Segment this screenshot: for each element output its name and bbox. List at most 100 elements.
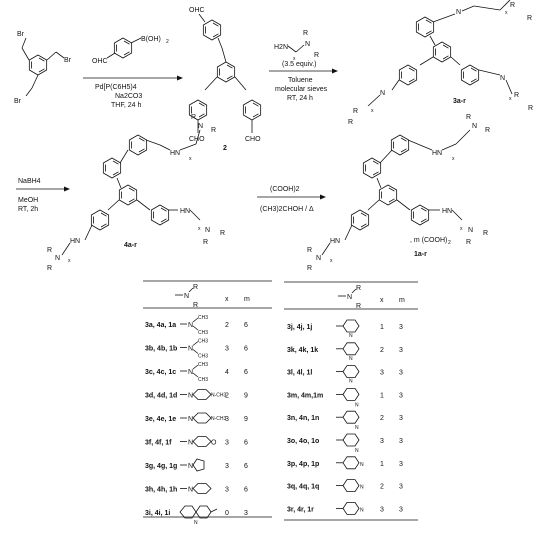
sub-n: N (349, 333, 353, 339)
amine-r-2: R (211, 127, 216, 134)
row-m: 6 (244, 369, 248, 376)
salt-n-2: N (468, 227, 473, 234)
imine-r-1: R (510, 2, 515, 9)
row-id: 3g, 4g, 1g (145, 463, 177, 470)
header-m-r: m (399, 297, 405, 304)
row-id: 3c, 4c, 1c (145, 369, 176, 376)
amine-r-6: R (47, 265, 52, 272)
step2-cond-2: molecular sieves (275, 86, 328, 93)
sub-n: N (360, 485, 364, 491)
row-x: 3 (225, 416, 229, 423)
header-m: m (244, 296, 250, 303)
step1-cond-2: Na2CO3 (115, 93, 142, 100)
br-label-3: Br (14, 98, 22, 105)
boronic-acid-reagent: B(OH) 2 OHC (92, 36, 169, 65)
salt-r-1: R (466, 114, 471, 121)
sub-n: N (188, 487, 193, 494)
sub-nch3: N-CH3 (211, 416, 226, 422)
row-id: 3p, 4p, 1p (287, 461, 319, 468)
row-id: 3b, 4b, 1b (145, 346, 177, 353)
row-id: 3f, 4f, 1f (145, 440, 172, 447)
salt-sub: 2 (448, 240, 451, 246)
step4-cond-2: (CH3)2CHOH / Δ (260, 206, 314, 213)
row-id: 3r, 4r, 1r (287, 506, 314, 513)
row-substituent: N (336, 479, 364, 493)
imine-n-3: N (380, 90, 385, 97)
row-m: 3 (399, 347, 403, 354)
sub-n: N (360, 462, 364, 468)
table-right-header: N R R x m (338, 285, 405, 310)
amine-reagent: H2N x N R R (274, 30, 319, 62)
imine-r-2: R (527, 15, 532, 22)
salt-x-3: x (330, 258, 333, 264)
amine-hn-3: HN (70, 238, 80, 245)
br-label-2: Br (64, 57, 72, 64)
salt-x-2: x (460, 226, 463, 232)
amine-r2: R (314, 52, 319, 59)
cho-label-3: CHO (245, 136, 261, 143)
amine-hn-1: HN (170, 150, 180, 157)
salt-hn-3: HN (330, 238, 340, 245)
row-x: 3 (225, 346, 229, 353)
row-id: 3e, 4e, 1e (145, 416, 176, 423)
br-label-1: Br (17, 31, 25, 38)
row-id: 3q, 4q, 1q (287, 484, 319, 491)
cho-label-1: OHC (189, 7, 205, 14)
imine-x-1: x (505, 10, 508, 16)
row-x: 2 (225, 393, 229, 400)
row-x: 3 (225, 440, 229, 447)
sub-ch3: CH3 (198, 330, 208, 336)
sub-ch3: CH3 (198, 354, 208, 360)
imine-r-6: R (348, 119, 353, 126)
sub-o: O (211, 440, 217, 447)
row-m: 3 (399, 438, 403, 445)
triimine-structure: N x R R N x R R N x R R 3a-r (348, 0, 533, 126)
row-m: 6 (244, 322, 248, 329)
row-m: 6 (244, 346, 248, 353)
row-m: 3 (399, 370, 403, 377)
amine-r-1: R (191, 114, 196, 121)
salt-r-4: R (483, 230, 488, 237)
row-m: 6 (244, 487, 248, 494)
row-m: 3 (399, 415, 403, 422)
row-x: 1 (380, 324, 384, 331)
row-x: 4 (225, 369, 229, 376)
row-x: 2 (225, 322, 229, 329)
row-m: 3 (399, 392, 403, 399)
amine-hn-2: HN (180, 208, 190, 215)
row-m: 9 (244, 416, 248, 423)
amine-r-5: R (47, 247, 52, 254)
row-substituent: N (179, 505, 218, 526)
imine-r-3: R (514, 92, 519, 99)
imine-n-2: N (500, 75, 505, 82)
tribromide-structure: Br Br Br (14, 31, 72, 105)
row-id: 3n, 4n, 1n (287, 415, 319, 422)
boronic-cho: OHC (92, 58, 108, 65)
salt-hn-2: HN (442, 208, 452, 215)
row-x: 3 (380, 438, 384, 445)
imine-r-4: R (528, 105, 533, 112)
header-r2-r: R (356, 303, 361, 310)
row-id: 3m, 4m,1m (287, 392, 323, 399)
step1-cond-3: THF, 24 h (111, 102, 141, 109)
salt-hn-1: HN (432, 150, 442, 157)
row-substituent: N (336, 387, 360, 408)
row-x: 3 (225, 463, 229, 470)
amine-r-3: R (203, 239, 208, 246)
amine-equiv: (3.5 equiv.) (282, 61, 317, 68)
header-r1: R (193, 284, 198, 291)
step3-cond-2: MeOH (18, 197, 38, 204)
header-r1-r: R (356, 285, 361, 292)
header-x: x (225, 296, 229, 303)
